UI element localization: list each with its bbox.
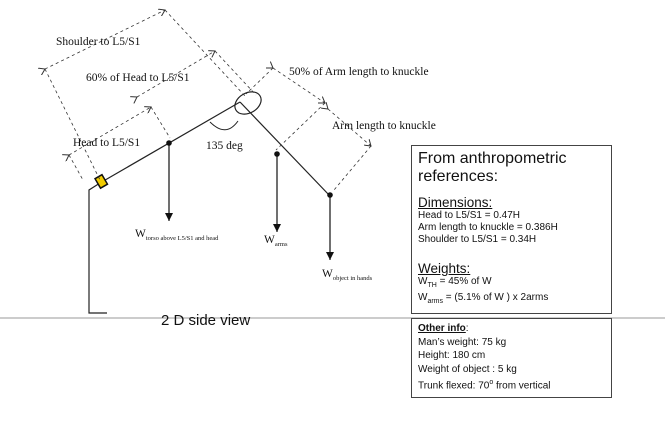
- ext-line-7: [275, 102, 326, 151]
- dimension-shoulder-l5: Shoulder to L5/S1 = 0.34H: [418, 234, 537, 245]
- other-info-title: Other info:: [418, 323, 469, 334]
- other-info-box: Other info: Man’s weight: 75 kg Height: …: [411, 318, 612, 398]
- other-info-height: Height: 180 cm: [418, 350, 486, 361]
- ext-line-8: [333, 145, 372, 191]
- anthropometric-references-box: From anthropometric references: Dimensio…: [411, 145, 612, 314]
- other-info-object-weight: Weight of object : 5 kg: [418, 363, 517, 375]
- side-view-caption: 2 D side view: [161, 312, 251, 329]
- ext-line-2: [164, 9, 246, 97]
- ext-line-4: [68, 154, 84, 181]
- dim-head-l5: [69, 107, 151, 155]
- label-arm-length: Arm length to knuckle: [332, 120, 436, 132]
- dimension-head-l5: Head to L5/S1 = 0.47H: [418, 210, 521, 221]
- label-head-l5: Head to L5/S1: [73, 137, 140, 149]
- label-w-arms: Warms: [264, 234, 288, 248]
- ext-line-6: [245, 67, 274, 95]
- dimensions-title: Dimensions:: [418, 195, 493, 210]
- weight-arms: Warms = (5.1% of W ) x 2arms: [418, 292, 549, 305]
- other-info-trunk-flexed: Trunk flexed: 70o from vertical: [418, 379, 551, 392]
- ext-line-5: [150, 106, 171, 139]
- weight-torso-head: WTH = 45% of W: [418, 276, 492, 289]
- other-info-mans-weight: Man’s weight: 75 kg: [418, 336, 507, 348]
- weights-title: Weights:: [418, 261, 471, 276]
- dim-shoulder-l5: [45, 10, 165, 69]
- dim-fifty-pct-arm: [273, 68, 325, 103]
- label-w-torso: Wtorso above L5/S1 and head: [135, 228, 219, 242]
- label-fifty-pct-arm: 50% of Arm length to knuckle: [289, 66, 429, 78]
- leg-line: [88, 182, 107, 314]
- label-angle: 135 deg: [206, 140, 243, 152]
- label-w-object: Wobject in hands: [322, 268, 373, 282]
- references-heading-line2: references:: [418, 168, 499, 185]
- dimension-arm-length: Arm length to knuckle = 0.386H: [418, 222, 558, 233]
- ext-line-1: [44, 68, 101, 181]
- arm-line: [239, 101, 331, 197]
- ext-line-3: [214, 50, 257, 96]
- l5-s1-marker: [94, 173, 109, 190]
- angle-arc: [209, 120, 239, 131]
- references-heading-line1: From anthropometric: [418, 150, 567, 167]
- label-sixty-pct-head: 60% of Head to L5/S1: [86, 72, 190, 84]
- shoulder-joint: [234, 91, 262, 115]
- label-shoulder-l5: Shoulder to L5/S1: [56, 36, 141, 48]
